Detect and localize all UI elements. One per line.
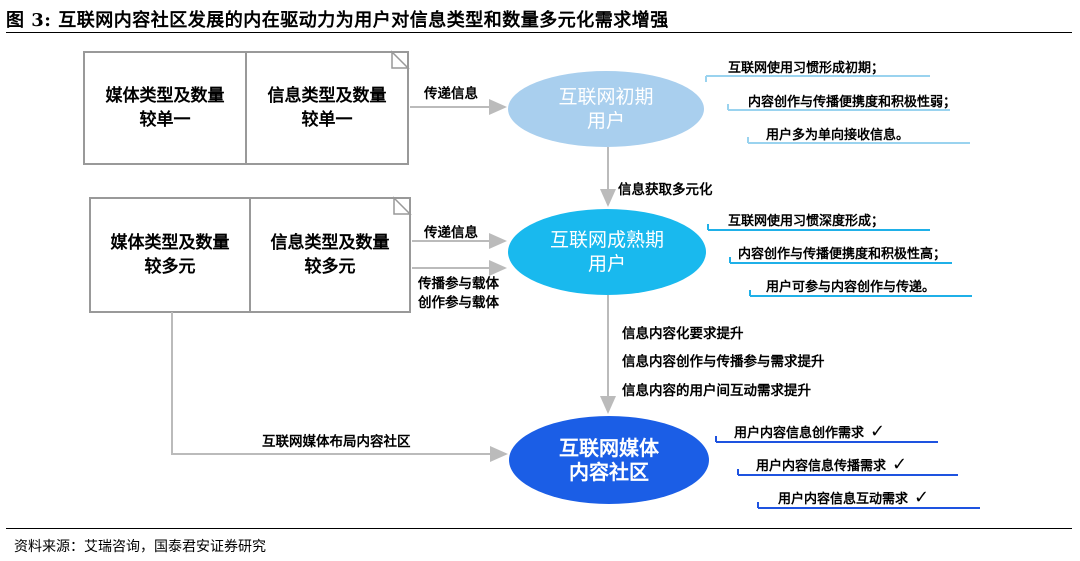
stage3-arrow-label: 互联网媒体布局内容社区 bbox=[262, 434, 411, 450]
stage1-arrow-label: 传递信息 bbox=[424, 86, 478, 102]
stage3-circle: 互联网媒体 内容社区 bbox=[509, 416, 709, 504]
stage1-media-box: 媒体类型及数量 较单一 bbox=[105, 86, 225, 130]
source-rule bbox=[6, 528, 1072, 529]
stage1-note-3: 用户多为单向接收信息。 bbox=[766, 128, 910, 143]
transition1-label: 信息获取多元化 bbox=[618, 182, 713, 198]
stage2-arrow-label-2: 传播参与载体 创作参与载体 bbox=[418, 276, 499, 311]
stage3-need-3: 用户内容信息互动需求 ✓ bbox=[778, 487, 930, 508]
source-note: 资料来源：艾瑞咨询，国泰君安证券研究 bbox=[14, 539, 266, 555]
stage3-need-2-text: 用户内容信息传播需求 bbox=[756, 459, 887, 474]
stage2-info-box: 信息类型及数量 较多元 bbox=[270, 233, 390, 277]
stage1-box-fold bbox=[391, 50, 410, 69]
stage3-need-1: 用户内容信息创作需求 ✓ bbox=[734, 421, 886, 442]
stage1-note-2: 内容创作与传播便携度和积极性弱； bbox=[748, 95, 957, 110]
title-rule bbox=[6, 32, 1072, 33]
stage3-need-2: 用户内容信息传播需求 ✓ bbox=[756, 454, 908, 475]
check-icon: ✓ bbox=[892, 454, 908, 475]
check-icon: ✓ bbox=[914, 487, 930, 508]
transition2-label-3: 信息内容的用户间互动需求提升 bbox=[622, 383, 811, 399]
stage2-note-1: 互联网使用习惯深度形成； bbox=[728, 214, 885, 229]
stage2-circle: 互联网成熟期 用户 bbox=[508, 209, 706, 295]
stage3-connector bbox=[171, 312, 508, 462]
figure-title: 图 3: 互联网内容社区发展的内在驱动力为用户对信息类型和数量多元化需求增强 bbox=[6, 10, 669, 31]
stage2-box-fold bbox=[393, 196, 412, 215]
stage1-info-box: 信息类型及数量 较单一 bbox=[267, 86, 387, 130]
stage2-note-2: 内容创作与传播便携度和积极性高； bbox=[738, 247, 947, 262]
stage1-note-1: 互联网使用习惯形成初期； bbox=[728, 61, 885, 76]
stage1-circle: 互联网初期 用户 bbox=[508, 71, 704, 147]
check-icon: ✓ bbox=[870, 421, 886, 442]
transition2-label-1: 信息内容化要求提升 bbox=[622, 326, 744, 342]
stage3-need-3-text: 用户内容信息互动需求 bbox=[778, 492, 909, 507]
transition2-label-2: 信息内容创作与传播参与需求提升 bbox=[622, 354, 825, 370]
stage2-arrow-label-1: 传递信息 bbox=[424, 225, 478, 241]
stage2-note-3: 用户可参与内容创作与传递。 bbox=[766, 280, 936, 295]
stage3-need-1-text: 用户内容信息创作需求 bbox=[734, 426, 865, 441]
stage2-media-box: 媒体类型及数量 较多元 bbox=[110, 233, 230, 277]
